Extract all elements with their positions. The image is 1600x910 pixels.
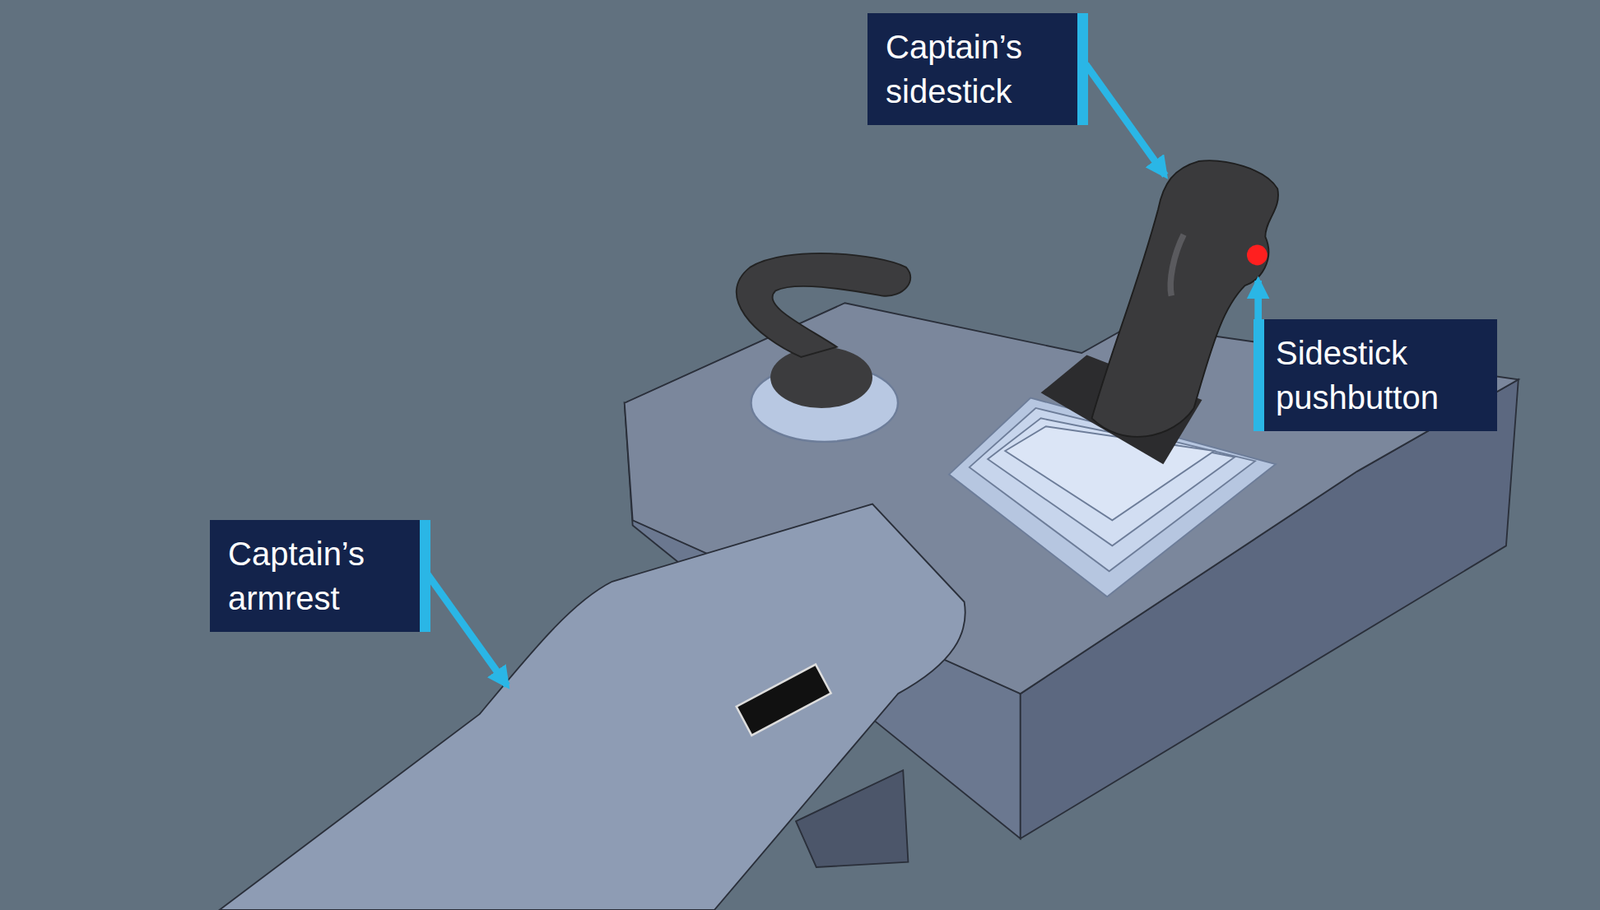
callout-text: Sidestick pushbutton <box>1275 330 1481 420</box>
sidestick-pushbutton <box>1246 245 1268 266</box>
grip-highlight <box>1170 234 1184 296</box>
boot-layer <box>1004 426 1214 521</box>
callout-box: Captain’s sidestick <box>867 13 1089 126</box>
callout-box: Captain’s armrest <box>209 520 431 633</box>
leader-arrow <box>1085 64 1166 176</box>
armrest-placard <box>736 664 832 735</box>
callout-text: Captain’s armrest <box>227 531 404 621</box>
tiller-hub <box>770 347 873 409</box>
sidestick-grip <box>1092 160 1279 438</box>
callout-text: Captain’s sidestick <box>885 24 1061 114</box>
tiller-handle <box>736 253 912 358</box>
armrest <box>219 504 966 910</box>
leader-arrow <box>427 574 507 686</box>
callout-box: Sidestick pushbutton <box>1253 319 1498 432</box>
boot-layer <box>987 418 1235 546</box>
